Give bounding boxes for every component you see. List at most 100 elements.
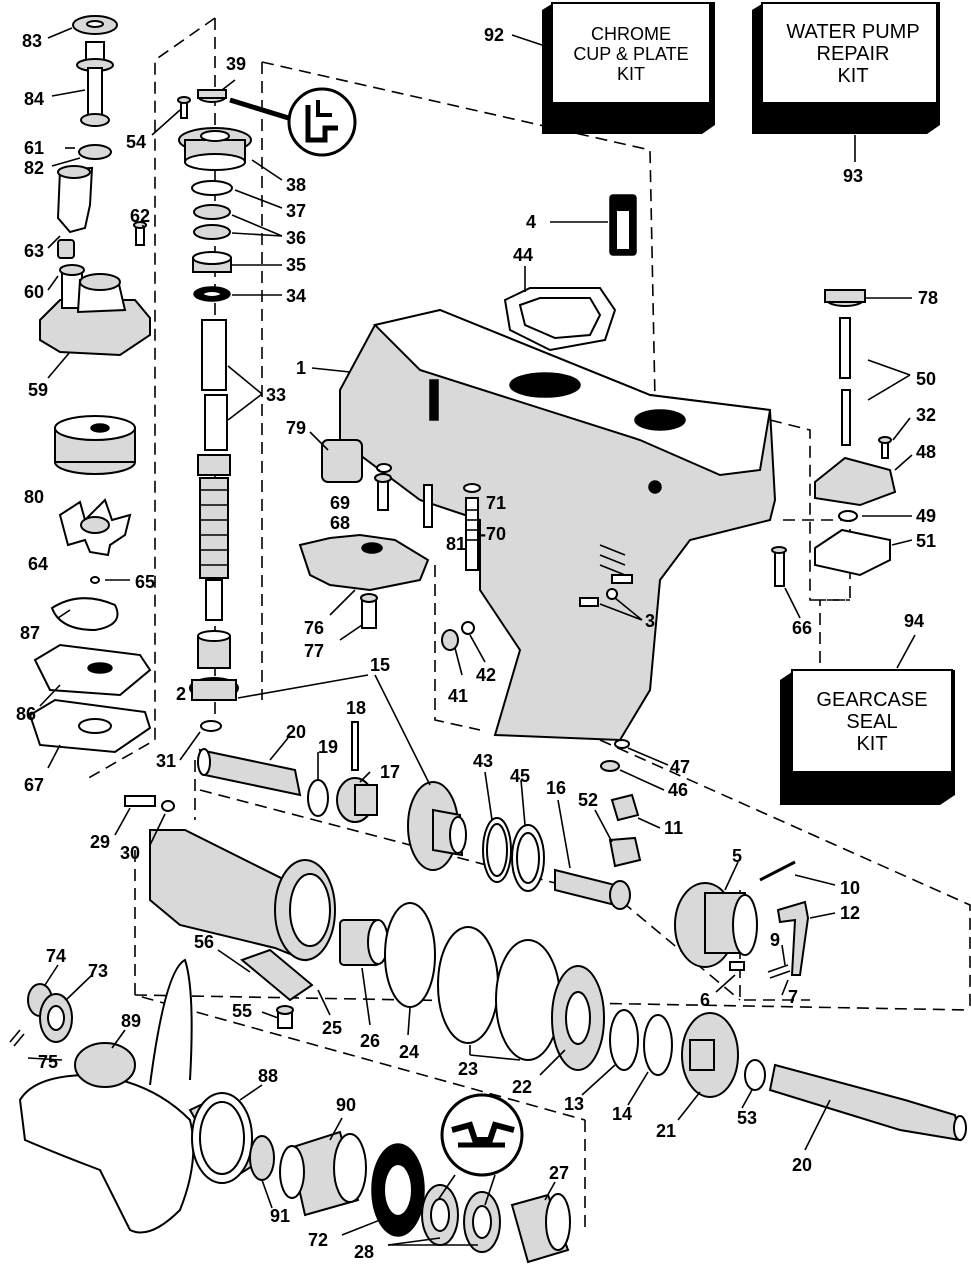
part-38-housing xyxy=(178,127,252,171)
waterpump-kit-line-1: WATER PUMP xyxy=(786,21,919,43)
part-81-screw xyxy=(423,484,433,528)
part-86-plate xyxy=(33,643,152,697)
gearcase-seal-kit-box: GEARCASE SEAL KIT xyxy=(780,669,955,805)
label-94: 94 xyxy=(904,611,924,631)
part-45-washer xyxy=(511,824,545,892)
part-21-reverse-gear xyxy=(681,1012,739,1098)
part-76-trim-tab xyxy=(298,533,430,592)
label-62: 62 xyxy=(130,206,150,226)
part-34-bearing xyxy=(193,286,231,302)
label-55: 55 xyxy=(232,1001,252,1021)
chrome-kit-line-2: CUP & PLATE xyxy=(573,44,688,64)
waterpump-kit-line-3: KIT xyxy=(837,65,868,87)
part-84-water-tube xyxy=(76,41,114,127)
part-33-driveshaft xyxy=(197,319,231,621)
part-9-spring xyxy=(767,964,791,979)
part-90-hub xyxy=(279,1130,367,1217)
label-25: 25 xyxy=(322,1018,342,1038)
label-39: 39 xyxy=(226,54,246,74)
part-89-propeller xyxy=(18,958,195,1234)
label-17: 17 xyxy=(380,762,400,782)
label-92: 92 xyxy=(484,25,504,45)
part-53-washer xyxy=(744,1059,766,1091)
label-88: 88 xyxy=(258,1066,278,1086)
label-1: 1 xyxy=(296,358,306,378)
label-72: 72 xyxy=(308,1230,328,1250)
label-29: 29 xyxy=(90,832,110,852)
part-19-ring xyxy=(307,779,329,817)
part-71-washer xyxy=(463,483,481,493)
label-49: 49 xyxy=(916,506,936,526)
chrome-cup-plate-kit-box: CHROME CUP & PLATE KIT xyxy=(542,2,715,134)
label-31: 31 xyxy=(156,751,176,771)
label-52: 52 xyxy=(578,790,598,810)
part-43-shim xyxy=(482,817,512,883)
part-69-washer xyxy=(376,463,392,473)
part-55-screw xyxy=(276,1005,294,1029)
part-49-o-ring xyxy=(838,510,858,522)
label-47: 47 xyxy=(670,757,690,777)
sealer-callout-bottom xyxy=(440,1093,524,1177)
label-65: 65 xyxy=(135,572,155,592)
part-47-washer xyxy=(614,739,630,749)
gearcase-kit-line-1: GEARCASE xyxy=(816,689,927,711)
part-10-pin xyxy=(759,860,796,882)
label-82: 82 xyxy=(24,158,44,178)
label-63: 63 xyxy=(24,241,44,261)
sealer-callout-top xyxy=(229,87,357,157)
label-6: 6 xyxy=(700,990,710,1010)
part-75-cotter-pin xyxy=(9,1029,25,1047)
part-22-thrust-washer xyxy=(551,965,605,1071)
part-1-gearcase-housing xyxy=(339,308,777,742)
part-68-screw xyxy=(374,473,392,511)
label-44: 44 xyxy=(513,245,533,265)
chrome-kit-line-1: CHROME xyxy=(591,24,671,44)
part-82-grommet xyxy=(78,144,112,160)
label-20a: 20 xyxy=(286,722,306,742)
part-88-thrust-bushing xyxy=(188,1092,264,1184)
label-2: 2 xyxy=(176,684,186,704)
part-27-bearing xyxy=(510,1193,571,1264)
part-52-detent xyxy=(608,836,642,868)
label-71: 71 xyxy=(486,493,506,513)
part-4-anode xyxy=(609,194,637,256)
part-number-labels: 83 84 61 82 62 63 60 59 80 64 65 87 86 6… xyxy=(16,25,938,1262)
part-37-o-ring xyxy=(191,180,233,196)
label-21: 21 xyxy=(656,1121,676,1141)
part-56-plate xyxy=(240,948,314,1002)
part-39-seal xyxy=(197,89,227,103)
label-59: 59 xyxy=(28,380,48,400)
part-77-screw xyxy=(360,593,378,629)
label-53: 53 xyxy=(737,1108,757,1128)
part-60-dowel xyxy=(57,239,75,259)
label-18: 18 xyxy=(346,698,366,718)
part-79-plug xyxy=(321,439,363,483)
part-6-pin xyxy=(729,961,745,971)
label-34: 34 xyxy=(286,286,306,306)
label-10: 10 xyxy=(840,878,860,898)
label-5: 5 xyxy=(732,846,742,866)
gearcase-kit-line-2: SEAL xyxy=(846,711,897,733)
label-84: 84 xyxy=(24,89,44,109)
part-30-washer xyxy=(161,800,175,812)
label-37: 37 xyxy=(286,201,306,221)
part-70-stud xyxy=(465,497,479,571)
part-83-grommet xyxy=(72,15,118,35)
part-46-screw xyxy=(600,760,620,772)
part-12-cam xyxy=(776,900,810,976)
label-64: 64 xyxy=(28,554,48,574)
part-23-retaining-rings xyxy=(437,926,561,1061)
label-9: 9 xyxy=(770,930,780,950)
label-69: 69 xyxy=(330,493,350,513)
label-4: 4 xyxy=(526,212,536,232)
part-51-gasket xyxy=(814,528,891,577)
label-24: 24 xyxy=(399,1042,419,1062)
label-74: 74 xyxy=(46,946,66,966)
part-35-spacer xyxy=(192,251,232,273)
label-20b: 20 xyxy=(792,1155,812,1175)
part-26-bearing xyxy=(339,919,389,966)
label-48: 48 xyxy=(916,442,936,462)
label-76: 76 xyxy=(304,618,324,638)
label-78: 78 xyxy=(918,288,938,308)
part-48-cover xyxy=(814,456,897,507)
